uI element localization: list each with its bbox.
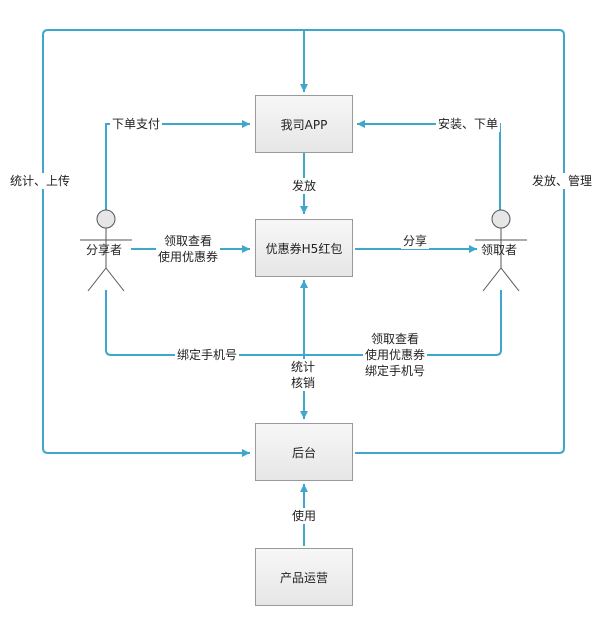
edge-label-stats-verify-line2: 核销 [291, 376, 316, 390]
app-box-label: 我司APP [280, 117, 328, 132]
coupon-box-label: 优惠券H5红包 [265, 241, 343, 256]
edge-label-stats-verify: 统计 核销 [289, 359, 318, 391]
edge-label-view-use: 领取查看 使用优惠券 [156, 233, 221, 265]
edge-label-stats-upload: 统计、上传 [8, 173, 73, 189]
edge-label-issue-manage: 发放、管理 [530, 173, 595, 189]
edge-label-receiver-flow-line3: 绑定手机号 [365, 364, 426, 378]
edge-label-receiver-flow: 领取查看 使用优惠券 绑定手机号 [363, 331, 428, 379]
receiver-actor-icon [475, 209, 527, 292]
sharer-label: 分享者 [86, 243, 123, 257]
edge-label-view-use-line2: 使用优惠券 [158, 250, 219, 264]
coupon-box: 优惠券H5红包 [255, 219, 353, 277]
edge-issue-manage [304, 29, 565, 454]
edge-order-pay [105, 120, 250, 210]
ops-box: 产品运营 [255, 548, 353, 606]
receiver-label: 领取者 [481, 243, 518, 257]
edge-label-receiver-flow-line1: 领取查看 [371, 332, 420, 346]
edge-label-share: 分享 [401, 233, 430, 249]
backend-box: 后台 [255, 423, 353, 481]
edge-label-order-pay: 下单支付 [110, 116, 163, 132]
app-box: 我司APP [255, 95, 353, 153]
edge-label-receiver-flow-line2: 使用优惠券 [365, 348, 426, 362]
edge-label-install-order: 安装、下单 [436, 116, 501, 132]
backend-box-label: 后台 [291, 445, 316, 460]
sharer-actor-icon [80, 209, 132, 292]
edge-label-stats-verify-line1: 统计 [291, 360, 316, 374]
edge-label-use: 使用 [290, 508, 319, 524]
edge-install-order [357, 120, 501, 210]
edge-stats-upload [42, 29, 304, 457]
ops-box-label: 产品运营 [279, 570, 328, 585]
edge-label-issue: 发放 [290, 178, 319, 194]
edge-label-bind-phone: 绑定手机号 [175, 347, 240, 363]
edge-label-view-use-line1: 领取查看 [164, 234, 213, 248]
